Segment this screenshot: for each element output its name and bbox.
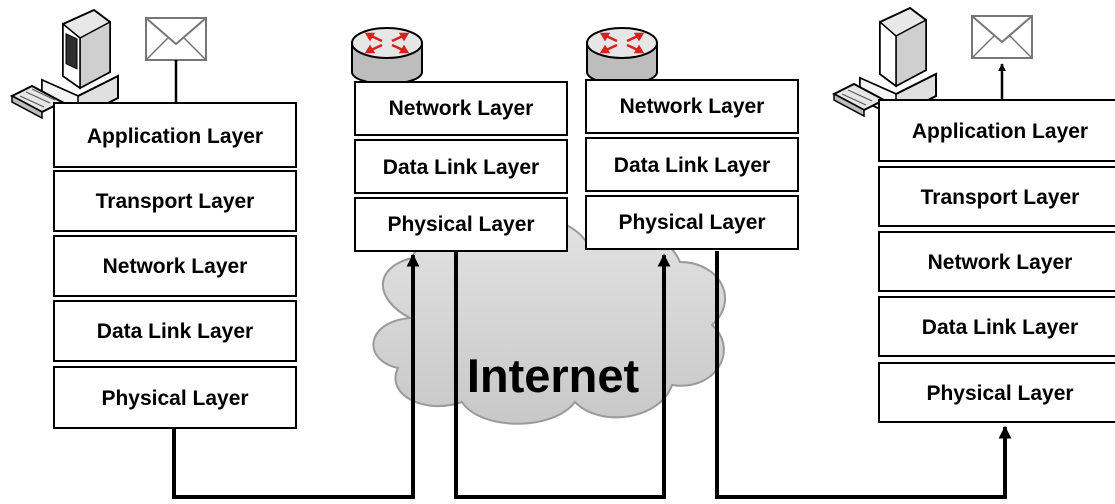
receiver-physical-layer: Physical Layer [926, 382, 1073, 405]
router2-data-link-layer: Data Link Layer [614, 154, 770, 177]
router1-physical-layer: Physical Layer [387, 213, 534, 236]
receiver-data-link-layer: Data Link Layer [922, 316, 1078, 339]
receiver-envelope-icon [971, 15, 1033, 59]
receiver-stack: Application Layer Transport Layer Networ… [878, 99, 1115, 423]
connection-wires [172, 251, 1012, 499]
internet-cloud: Internet [372, 216, 726, 425]
sender-to-router1-wire [172, 253, 420, 499]
internet-label: Internet [467, 349, 640, 402]
sender-application-layer: Application Layer [87, 125, 263, 148]
router2-network-layer: Network Layer [620, 95, 765, 118]
sender-data-link-layer: Data Link Layer [97, 320, 253, 343]
router2-physical-layer: Physical Layer [618, 211, 765, 234]
receiver-transport-layer: Transport Layer [921, 186, 1080, 209]
router1-to-router2-wire [454, 251, 671, 499]
router2-stack: Network Layer Data Link Layer Physical L… [585, 79, 799, 250]
router1-icon [351, 27, 423, 85]
sender-physical-layer: Physical Layer [101, 387, 248, 410]
router1-stack: Network Layer Data Link Layer Physical L… [354, 81, 568, 252]
sender-network-layer: Network Layer [103, 255, 248, 278]
sender-transport-layer: Transport Layer [96, 190, 255, 213]
sender-envelope-icon [145, 17, 207, 61]
sender-computer-icon [9, 8, 119, 120]
router2-to-receiver-wire [715, 251, 1012, 499]
router1-data-link-layer: Data Link Layer [383, 156, 539, 179]
router1-network-layer: Network Layer [389, 97, 534, 120]
receiver-application-layer: Application Layer [912, 120, 1088, 143]
receiver-network-layer: Network Layer [928, 251, 1073, 274]
sender-stack: Application Layer Transport Layer Networ… [53, 102, 297, 429]
router2-icon [586, 27, 658, 85]
